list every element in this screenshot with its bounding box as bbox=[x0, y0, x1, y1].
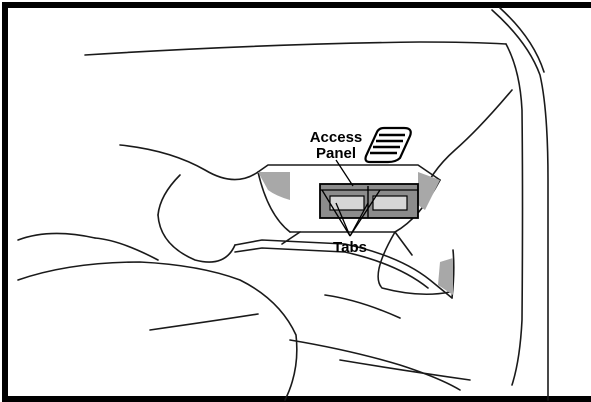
tab-right bbox=[372, 195, 408, 211]
vent-grille-icon bbox=[364, 126, 412, 164]
dashboard-outline bbox=[17, 7, 549, 401]
tab-left bbox=[329, 195, 365, 211]
bin-shade-left bbox=[258, 172, 290, 200]
bin-shade-right bbox=[418, 172, 440, 210]
tabs-label: Tabs bbox=[333, 239, 367, 256]
leader-lines bbox=[321, 159, 381, 237]
access-panel-label-line2: Panel bbox=[316, 145, 356, 162]
console-shade bbox=[438, 258, 453, 295]
access-panel-label-line1: Access bbox=[310, 129, 363, 146]
access-panel bbox=[319, 183, 419, 219]
